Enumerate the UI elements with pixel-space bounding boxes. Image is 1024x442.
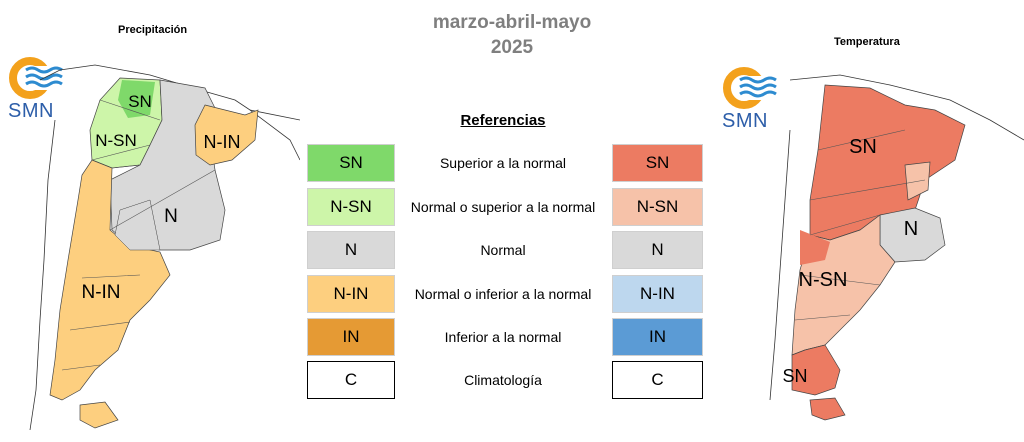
precip-label-n-in: N-IN xyxy=(81,282,120,303)
precip-label-n-sn: N-SN xyxy=(95,131,137,150)
temp-label-sn-south: SN xyxy=(782,366,807,386)
precip-map-title: Precipitación xyxy=(118,24,188,36)
legend-precip-swatch: IN xyxy=(307,318,395,356)
temp-region-south xyxy=(791,344,841,396)
temp-label-n: N xyxy=(904,218,918,240)
precip-label-n-in-nea: N-IN xyxy=(204,132,241,152)
legend-row-n-sn: N-SN Normal o superior a la normal N-SN xyxy=(307,188,704,226)
temp-map: SN N N-SN SN xyxy=(769,74,1024,421)
legend-row-n-in: N-IN Normal o inferior a la normal N-IN xyxy=(307,275,704,313)
legend-description: Normal xyxy=(480,242,526,258)
legend-temp-swatch: C xyxy=(612,361,703,399)
legend-row-in: IN Inferior a la normal IN xyxy=(307,318,704,356)
smn-logo-text-right: SMN xyxy=(722,110,768,132)
temp-label-sn-north: SN xyxy=(849,136,877,158)
precip-map: SN N-SN N-IN N N-IN xyxy=(29,64,300,431)
year-title: 2025 xyxy=(490,37,534,58)
legend-description: Climatología xyxy=(464,372,542,388)
precip-label-sn: SN xyxy=(128,92,152,111)
precip-label-n: N xyxy=(164,206,178,227)
period-title: marzo-abril-mayo xyxy=(432,12,592,33)
legend-precip-swatch: N xyxy=(307,231,395,269)
smn-logo-left: SMN xyxy=(8,56,68,126)
legend-description: Inferior a la normal xyxy=(444,329,562,345)
legend-temp-swatch: N xyxy=(612,231,703,269)
smn-logo-right: SMN xyxy=(722,66,782,136)
legend-description: Normal o superior a la normal xyxy=(410,199,596,215)
legend-temp-swatch: N-SN xyxy=(612,188,703,226)
legend-precip-swatch: N-IN xyxy=(307,275,395,313)
legend-row-n: N Normal N xyxy=(307,231,704,269)
legend-temp-swatch: SN xyxy=(612,144,703,182)
legend-precip-swatch: SN xyxy=(307,144,395,182)
legend-row-c: C Climatología C xyxy=(307,361,704,399)
legend-temp-swatch: IN xyxy=(612,318,703,356)
temp-label-n-sn: N-SN xyxy=(799,269,848,291)
smn-logo-icon xyxy=(9,57,68,99)
legend-precip-swatch: N-SN xyxy=(307,188,395,226)
smn-logo-icon xyxy=(723,67,782,109)
precip-region-nea xyxy=(194,104,259,166)
legend-precip-swatch: C xyxy=(307,361,395,399)
legend-temp-swatch: N-IN xyxy=(612,275,703,313)
legend-title: Referencias xyxy=(460,112,546,129)
smn-logo-text-left: SMN xyxy=(8,100,54,122)
legend-row-sn: SN Superior a la normal SN xyxy=(307,144,704,182)
temp-map-title: Temperatura xyxy=(834,36,900,48)
legend-description: Superior a la normal xyxy=(439,155,567,171)
legend-description: Normal o inferior a la normal xyxy=(414,286,592,302)
